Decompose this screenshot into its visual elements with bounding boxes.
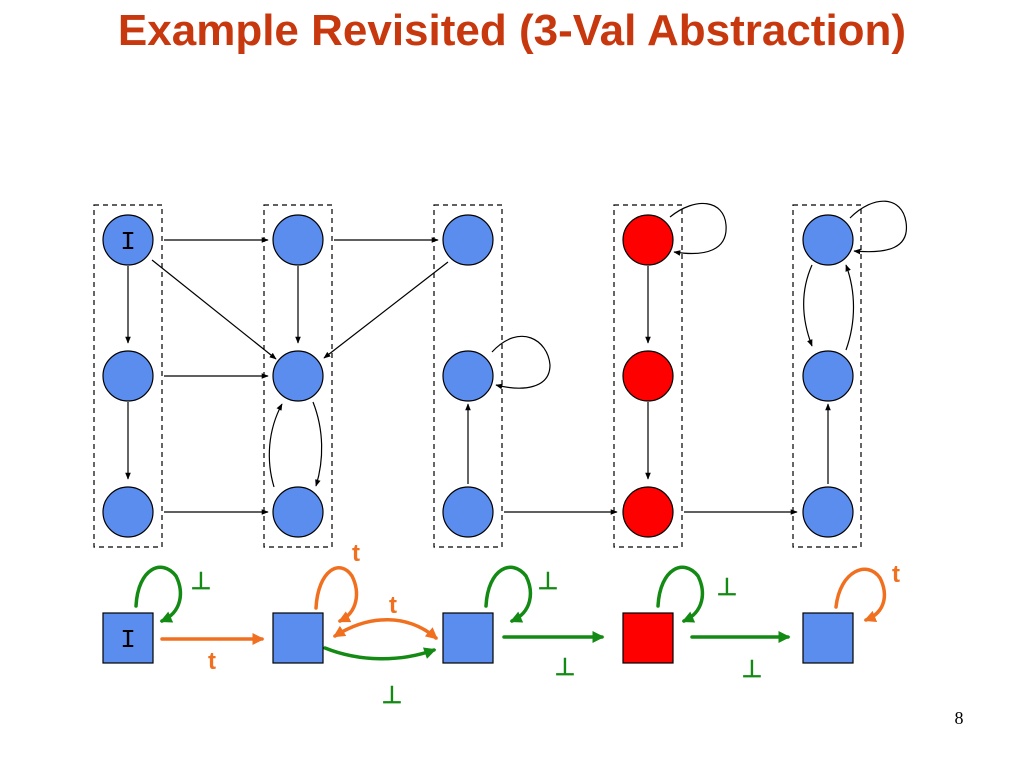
bottom-label: ⊥ xyxy=(382,682,403,709)
bottom-label: ⊥ xyxy=(191,568,212,595)
concrete-state-error xyxy=(622,350,674,402)
abstract-state xyxy=(442,612,494,664)
group-box-4 xyxy=(613,204,683,548)
bottom-label: ⊥ xyxy=(717,574,738,601)
slide-title: Example Revisited (3-Val Abstraction) xyxy=(117,6,907,55)
bottom-edge xyxy=(134,565,183,623)
bottom-labels: ⊥ ⊥ ⊥ ⊥ ⊥ ⊥ xyxy=(191,568,763,709)
concrete-states xyxy=(102,214,854,538)
true-label: t xyxy=(389,592,397,619)
bottom-edge xyxy=(323,646,437,661)
bottom-edges xyxy=(134,565,791,661)
group-box-1 xyxy=(93,204,163,548)
concrete-state xyxy=(272,486,324,538)
true-label: t xyxy=(352,540,360,567)
concrete-state xyxy=(802,350,854,402)
concrete-state xyxy=(802,214,854,266)
concrete-edge xyxy=(323,261,449,359)
true-edge xyxy=(314,566,359,623)
page-number: 8 xyxy=(954,708,964,728)
bottom-label: ⊥ xyxy=(538,568,559,595)
abstract-states xyxy=(102,612,854,664)
concrete-edge xyxy=(803,264,813,347)
true-labels: t t t t xyxy=(208,540,900,675)
abstract-state xyxy=(802,612,854,664)
concrete-state xyxy=(442,214,494,266)
true-edges xyxy=(160,566,887,645)
concrete-state xyxy=(272,214,324,266)
bottom-label: ⊥ xyxy=(555,654,576,681)
concrete-edges xyxy=(125,200,908,515)
abstract-initial-label: I xyxy=(120,625,136,655)
concrete-state xyxy=(102,486,154,538)
concrete-state-error xyxy=(622,214,674,266)
abstract-state xyxy=(272,612,324,664)
group-box-3 xyxy=(433,204,503,548)
concrete-state xyxy=(272,350,324,402)
concrete-state xyxy=(442,486,494,538)
true-edge xyxy=(332,618,438,640)
concrete-edge xyxy=(849,200,908,255)
bottom-edge xyxy=(484,565,533,623)
abstract-state-error xyxy=(622,612,674,664)
concrete-edge xyxy=(312,401,323,487)
concrete-state-error xyxy=(622,486,674,538)
concrete-state xyxy=(102,350,154,402)
concrete-state xyxy=(442,350,494,402)
true-label: t xyxy=(892,561,900,588)
concrete-edge xyxy=(268,403,283,488)
bottom-edge xyxy=(656,565,705,623)
true-edge xyxy=(834,567,887,622)
true-label: t xyxy=(208,648,216,675)
concrete-edge xyxy=(491,335,551,390)
group-box-5 xyxy=(792,204,862,548)
initial-state-label: I xyxy=(120,227,136,257)
concrete-edge xyxy=(669,202,727,256)
bottom-label: ⊥ xyxy=(742,656,763,683)
concrete-edge xyxy=(845,264,855,351)
concrete-edge xyxy=(151,259,277,360)
abstract-state-initial xyxy=(102,612,154,664)
concrete-state-initial xyxy=(102,214,154,266)
concrete-state xyxy=(802,486,854,538)
